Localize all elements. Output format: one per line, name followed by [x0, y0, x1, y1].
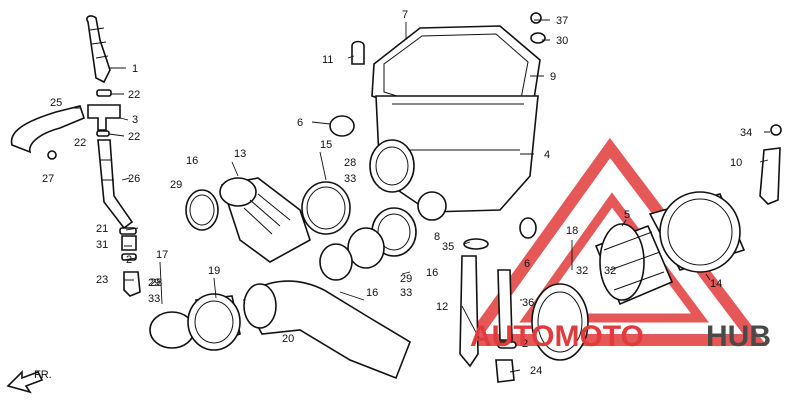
callout-28a: 28: [344, 157, 356, 169]
callout-11: 11: [322, 54, 333, 66]
callout-6a: 6: [297, 117, 303, 129]
callout-20: 20: [282, 333, 294, 345]
callout-35: 35: [442, 241, 454, 253]
callout-16b: 16: [426, 267, 438, 279]
callout-36: 36: [522, 297, 534, 309]
callout-29c: 29: [148, 277, 160, 289]
callout-28b: 28: [150, 277, 162, 289]
callout-26: 26: [128, 173, 140, 185]
callout-14: 14: [710, 278, 722, 290]
callout-21: 21: [96, 223, 108, 235]
callout-13: 13: [234, 148, 246, 160]
callout-31: 31: [96, 239, 108, 251]
callout-labels: 1 2 2 3 4 5 6 6 7 8 9 10 11 12 13 14 15 …: [42, 9, 752, 377]
callout-18: 18: [566, 225, 578, 237]
watermark-brand-left: AUTOMOTO: [470, 320, 644, 353]
drain-parts: [459, 238, 517, 383]
callout-34: 34: [740, 127, 752, 139]
callout-2b: 2: [522, 338, 528, 350]
air-cleaner-case: [329, 12, 546, 239]
callout-7: 7: [402, 9, 408, 21]
callout-33a: 33: [344, 173, 356, 185]
callout-32a: 32: [576, 265, 588, 277]
callout-37: 37: [556, 15, 568, 27]
callout-22b: 22: [128, 131, 140, 143]
callout-32b: 32: [604, 265, 616, 277]
callout-22c: 22: [74, 137, 86, 149]
leader-lines: [72, 19, 770, 373]
callout-19: 19: [208, 265, 220, 277]
callout-16a: 16: [186, 155, 198, 167]
callout-1: 1: [132, 63, 138, 75]
callout-16c: 16: [366, 287, 378, 299]
callout-9: 9: [550, 71, 556, 83]
callout-6b: 6: [524, 258, 530, 270]
callout-24: 24: [530, 365, 542, 377]
callout-29b: 29: [400, 273, 412, 285]
callout-27: 27: [42, 173, 54, 185]
direction-label: FR.: [34, 369, 52, 381]
intake-ducts: [149, 177, 417, 380]
filter-assembly: [531, 124, 782, 361]
callout-29a: 29: [170, 179, 182, 191]
watermark-brand-right: HUB: [706, 320, 771, 353]
callout-25: 25: [50, 97, 62, 109]
callout-22a: 22: [128, 89, 140, 101]
callout-8: 8: [434, 231, 440, 243]
callout-5: 5: [624, 209, 630, 221]
front-direction-arrow: FR.: [6, 369, 52, 394]
callout-2: 2: [126, 254, 132, 266]
hose-assembly-left: [10, 15, 141, 297]
callout-17: 17: [156, 249, 168, 261]
watermark-brand: AUTOMOTO HUB: [470, 320, 771, 353]
callout-33c: 33: [148, 293, 160, 305]
callout-3: 3: [132, 114, 138, 126]
callout-23: 23: [96, 274, 108, 286]
callout-33b: 33: [400, 287, 412, 299]
callout-10: 10: [730, 157, 742, 169]
callout-4: 4: [544, 149, 550, 161]
callout-30: 30: [556, 35, 568, 47]
callout-15: 15: [320, 139, 332, 151]
callout-12: 12: [436, 301, 448, 313]
